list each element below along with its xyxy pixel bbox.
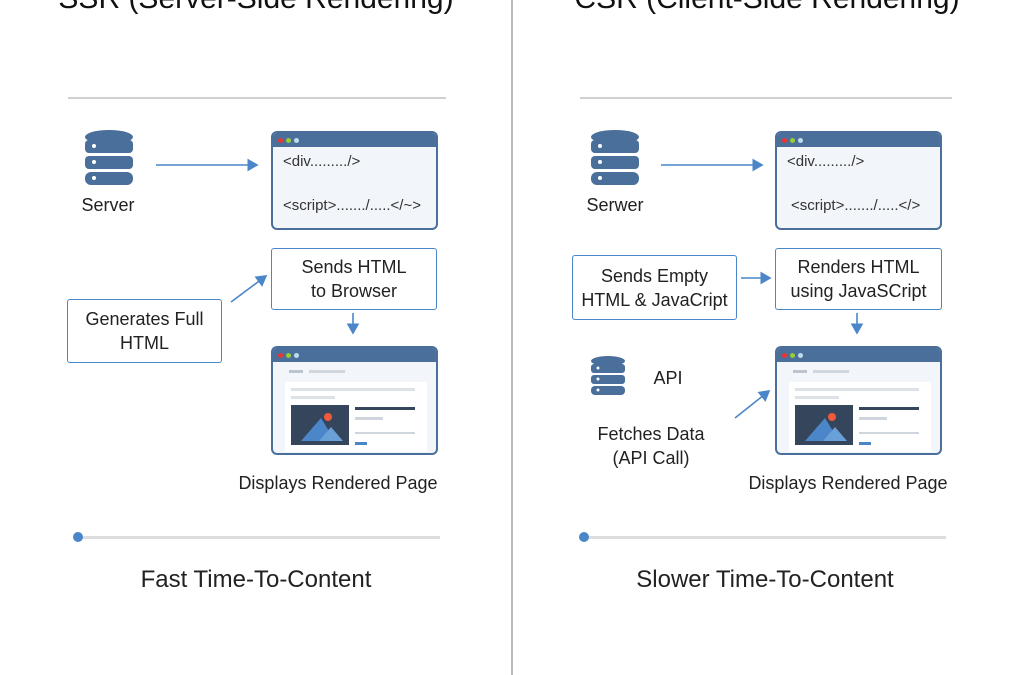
html-code-window: <div........./> <script>......./.....</~… xyxy=(271,131,438,230)
label-line: (API Call) xyxy=(612,448,690,468)
displays-label: Displays Rendered Page xyxy=(238,473,438,493)
divider xyxy=(68,97,446,99)
code-line: <script>......./.....</> xyxy=(791,197,921,214)
html-code-window: <div........./> <script>......./.....</> xyxy=(775,131,942,230)
sends-html-box: Sends HTML to Browser xyxy=(271,248,437,310)
box-text: using JavaSCript xyxy=(790,281,927,301)
code-line: <div........./> xyxy=(283,153,361,170)
rendered-page-window xyxy=(271,346,438,455)
renders-html-box: Renders HTML using JavaSCript xyxy=(775,248,942,310)
server-label: Serwer xyxy=(586,195,644,215)
csr-footer: Slower Time-To-Content xyxy=(636,566,894,593)
label-line: Fetches Data xyxy=(597,424,705,444)
box-text: to Browser xyxy=(310,281,398,301)
image-icon xyxy=(795,405,853,445)
time-slider xyxy=(584,536,946,539)
time-slider xyxy=(78,536,440,539)
server-icon xyxy=(591,130,639,185)
box-text: HTML xyxy=(120,333,169,353)
code-line: <div........./> xyxy=(787,153,865,170)
arrow-icon xyxy=(230,275,268,303)
rendered-page-window xyxy=(775,346,942,455)
box-text: Generates Full xyxy=(85,309,204,329)
fetches-data-label: Fetches Data (API Call) xyxy=(571,422,731,470)
box-text: Sends Empty xyxy=(600,265,709,286)
box-text: HTML & JavaCript xyxy=(581,289,728,310)
box-text: Renders HTML xyxy=(797,257,920,277)
ssr-footer: Fast Time-To-Content xyxy=(140,566,372,593)
ssr-title: SSR (Server-Side Rendering) xyxy=(6,0,506,16)
api-database-icon xyxy=(591,356,625,395)
code-line: <script>......./.....</~> xyxy=(283,197,421,214)
server-icon xyxy=(85,130,133,185)
server-label: Server xyxy=(81,195,135,215)
divider xyxy=(580,97,952,99)
api-label: API xyxy=(653,368,683,388)
displays-label: Displays Rendered Page xyxy=(748,473,948,493)
slider-dot xyxy=(73,532,83,542)
csr-title: CSR (Client-Side Rendering) xyxy=(517,0,1017,16)
slider-dot xyxy=(579,532,589,542)
arrow-icon xyxy=(734,390,771,419)
box-text: Sends HTML xyxy=(301,257,407,277)
image-icon xyxy=(291,405,349,445)
panel-divider xyxy=(511,0,513,675)
